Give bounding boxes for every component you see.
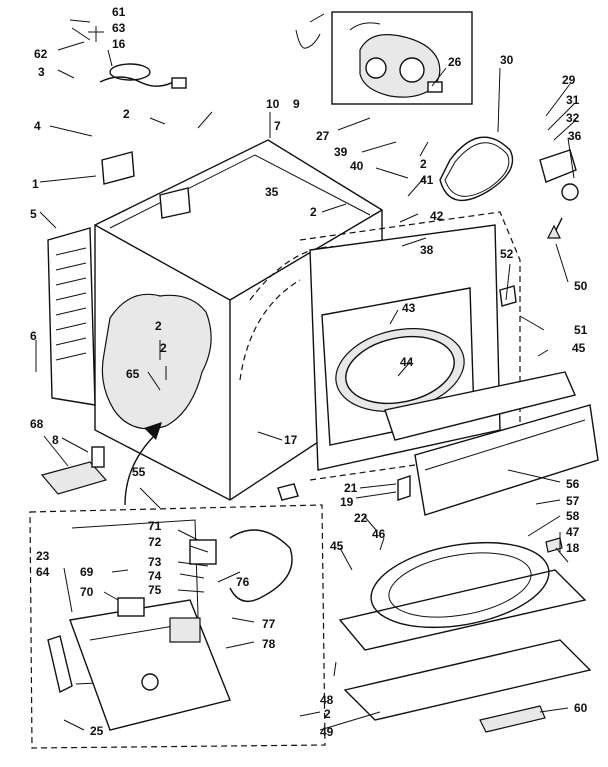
part-label: 52: [500, 247, 514, 261]
part-label: 65: [126, 367, 140, 381]
part-label: 47: [566, 525, 580, 539]
part-label: 48: [320, 693, 334, 707]
part-label: 35: [265, 185, 279, 199]
part-label: 45: [572, 341, 586, 355]
part-label: 36: [568, 129, 582, 143]
part-label: 6: [30, 329, 37, 343]
part-label: 45: [330, 539, 344, 553]
part-label: 2: [420, 157, 427, 171]
part-label: 49: [320, 725, 334, 739]
part-label: 21: [344, 481, 358, 495]
part-label: 41: [420, 173, 434, 187]
drive-belt: [439, 136, 514, 202]
part-label: 29: [562, 73, 576, 87]
side-panel: [47, 227, 96, 406]
part-label: 71: [148, 519, 162, 533]
part-label: 68: [30, 417, 44, 431]
part-label: 44: [400, 355, 414, 369]
part-label: 69: [80, 565, 94, 579]
wiring-harness: [88, 26, 187, 89]
part-label: 42: [430, 209, 444, 223]
part-label: 58: [566, 509, 580, 523]
part-label: 70: [80, 585, 94, 599]
part-label: 63: [112, 21, 126, 35]
part-label: 5: [30, 207, 37, 221]
part-label: 4: [34, 119, 41, 133]
part-label: 61: [112, 5, 126, 19]
part-label: 50: [574, 279, 588, 293]
part-label: 73: [148, 555, 162, 569]
part-label: 2: [160, 341, 167, 355]
part-label: 17: [284, 433, 298, 447]
part-label: 55: [132, 465, 146, 479]
part-label: 38: [420, 243, 434, 257]
part-label: 60: [574, 701, 588, 715]
part-label: 64: [36, 565, 50, 579]
heater-inset: [29, 504, 326, 749]
leader-lines: [35, 19, 577, 731]
part-label: 16: [112, 37, 126, 51]
part-label: 62: [34, 47, 48, 61]
part-label: 19: [340, 495, 354, 509]
part-label: 74: [148, 569, 162, 583]
part-label: 56: [566, 477, 580, 491]
part-label: 31: [566, 93, 580, 107]
part-label: 9: [293, 97, 300, 111]
part-label: 26: [448, 55, 462, 69]
part-labels: 61 63 62 16 3 2 10 9 7 4 1 35 5 2 6 2 2 …: [30, 5, 588, 739]
part-label: 1: [32, 177, 39, 191]
part-label: 10: [266, 97, 280, 111]
part-label: 32: [566, 111, 580, 125]
control-console: [384, 371, 599, 516]
part-label: 40: [350, 159, 364, 173]
part-label: 23: [36, 549, 50, 563]
part-label: 39: [334, 145, 348, 159]
part-label: 2: [310, 205, 317, 219]
part-label: 3: [38, 65, 45, 79]
part-label: 72: [148, 535, 162, 549]
part-label: 77: [262, 617, 276, 631]
part-label: 76: [236, 575, 250, 589]
part-label: 43: [402, 301, 416, 315]
part-label: 22: [354, 511, 368, 525]
part-label: 2: [324, 707, 331, 721]
part-label: 78: [262, 637, 276, 651]
part-label: 7: [274, 119, 281, 133]
idler-assembly: [539, 149, 579, 239]
part-label: 18: [566, 541, 580, 555]
airflow-arrow: [124, 422, 162, 506]
part-label: 27: [316, 129, 330, 143]
motor-inset: [295, 11, 473, 105]
part-label: 8: [52, 433, 59, 447]
small-parts: [40, 151, 563, 553]
part-label: 2: [155, 319, 162, 333]
cabinet: [94, 139, 383, 501]
part-label: 2: [123, 107, 130, 121]
part-label: 75: [148, 583, 162, 597]
part-label: 57: [566, 494, 580, 508]
part-label: 25: [90, 724, 104, 738]
part-label: 46: [372, 527, 386, 541]
top-and-door: [338, 541, 592, 733]
part-label: 51: [574, 323, 588, 337]
part-label: 30: [500, 53, 514, 67]
